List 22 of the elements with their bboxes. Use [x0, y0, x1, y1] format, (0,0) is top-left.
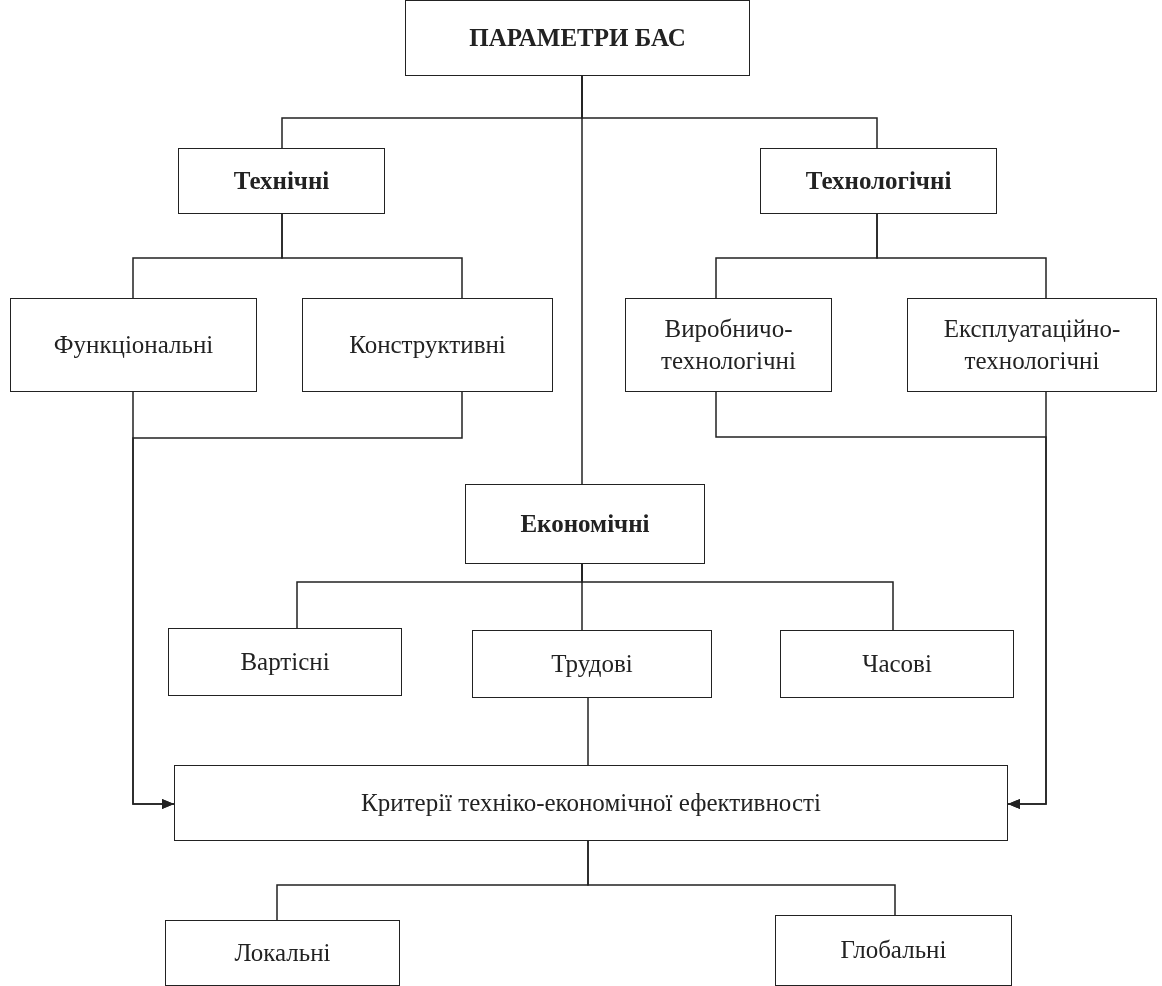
category-box: Технічні: [178, 148, 385, 214]
category-box: Часові: [780, 630, 1014, 698]
category-box: Конструктивні: [302, 298, 553, 392]
connector-line: [587, 697, 589, 766]
category-box: Критерії техніко-економічної ефективності: [174, 765, 1008, 841]
connector-line: [581, 563, 894, 631]
category-box: Виробничо-технологічні: [625, 298, 832, 392]
category-box: Локальні: [165, 920, 400, 986]
category-box: ПАРАМЕТРИ БАС: [405, 0, 750, 76]
category-box: Економічні: [465, 484, 705, 564]
connector-line: [587, 840, 896, 916]
category-box: Трудові: [472, 630, 712, 698]
connector-line: [876, 213, 1047, 299]
connector-line: [581, 75, 583, 485]
category-box: Технологічні: [760, 148, 997, 214]
connector-line: [281, 213, 463, 299]
arrow: [1007, 391, 1047, 809]
category-box: Функціональні: [10, 298, 257, 392]
category-box: Глобальні: [775, 915, 1012, 986]
category-box: Вартісні: [168, 628, 402, 696]
category-box: Експлуатаційно-технологічні: [907, 298, 1157, 392]
arrow: [132, 391, 463, 809]
